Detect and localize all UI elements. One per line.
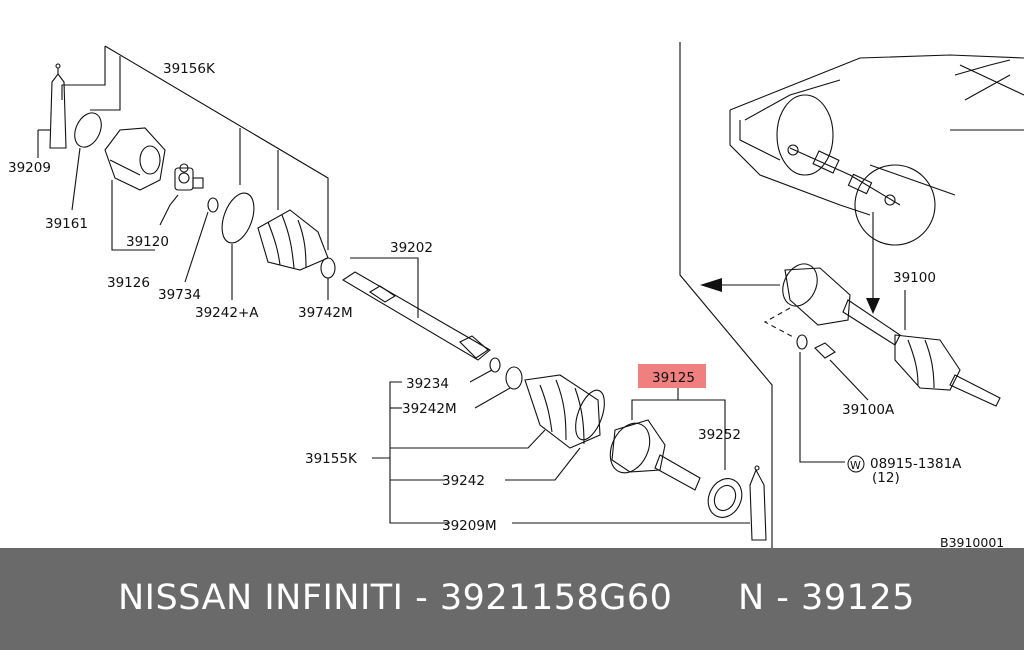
parts-diagram: 39156K 39209 39161 39120 39126 39734 392… <box>8 42 1024 548</box>
drive-shaft-icon <box>341 271 491 361</box>
outer-boot-icon <box>524 374 605 449</box>
label-39156k: 39156K <box>163 61 216 77</box>
leader-39156k <box>61 46 106 100</box>
band-clamp-icon <box>221 192 255 244</box>
label-39155k: 39155K <box>305 451 358 467</box>
arrow-down-head <box>866 298 880 314</box>
leader-39161 <box>71 147 81 211</box>
label-39242: 39242 <box>442 473 485 489</box>
label-39126: 39126 <box>107 275 150 291</box>
dashed-link <box>763 307 796 339</box>
label-08915: 08915-1381A <box>870 456 962 472</box>
label-39125: 39125 <box>652 370 695 386</box>
circlip-icon <box>207 197 219 213</box>
outer-joint-icon <box>609 419 701 491</box>
label-39161: 39161 <box>45 216 88 232</box>
label-39234: 39234 <box>406 376 449 392</box>
leader-39202 <box>350 257 419 318</box>
leader-39100a <box>829 359 869 401</box>
grease-tube-icon <box>49 63 67 149</box>
footer-brand-part: NISSAN INFINITI - 3921158G60 <box>118 578 673 618</box>
spider-assembly-icon <box>174 163 204 191</box>
joint-housing-icon <box>104 127 166 191</box>
leader-39126 <box>111 180 155 251</box>
label-39742m: 39742M <box>298 305 353 321</box>
label-39252: 39252 <box>698 427 741 443</box>
label-39242m: 39242M <box>402 401 457 417</box>
leader-39156k-c <box>90 56 121 111</box>
grease-tube-m-icon <box>749 465 767 541</box>
car-icon <box>729 54 1024 246</box>
leader-39242m <box>474 387 511 409</box>
diagram-code: B3910001 <box>940 535 1004 548</box>
label-39100: 39100 <box>893 270 936 286</box>
label-39202: 39202 <box>390 240 433 256</box>
section-divider <box>679 42 773 548</box>
leader-39734 <box>184 211 209 283</box>
label-qty: (12) <box>872 470 900 486</box>
label-39120: 39120 <box>126 234 169 250</box>
leader-08915 <box>799 352 845 463</box>
label-39209m: 39209M <box>442 518 497 534</box>
label-39242a: 39242+A <box>195 305 259 321</box>
bracket-39155k <box>389 381 450 524</box>
footer-bar: NISSAN INFINITI - 3921158G60 N - 39125 <box>0 548 1024 650</box>
circlip-39234-icon <box>489 357 501 373</box>
highlight-box <box>638 364 706 388</box>
washer-symbol <box>847 455 865 473</box>
leader-39234 <box>469 369 493 383</box>
axle-assembly-icon <box>782 263 1001 407</box>
small-band-icon <box>320 257 336 279</box>
footer-catalog-code: N - 39125 <box>738 578 915 618</box>
bolt-icon <box>796 334 836 359</box>
label-39209: 39209 <box>8 160 51 176</box>
snap-ring-icon <box>74 112 102 148</box>
leader-39156k-b <box>104 45 329 250</box>
leader-39242 <box>505 447 581 481</box>
boot-icon <box>257 209 329 271</box>
arrow-left-head <box>700 278 722 292</box>
label-39100a: 39100A <box>842 402 895 418</box>
band-39242m-icon <box>505 366 523 390</box>
washer-symbol-letter: W <box>850 459 861 472</box>
leader-39155k <box>390 429 546 449</box>
leader-39120 <box>159 194 179 226</box>
label-39734: 39734 <box>158 287 201 303</box>
sensor-ring-icon <box>707 478 743 518</box>
